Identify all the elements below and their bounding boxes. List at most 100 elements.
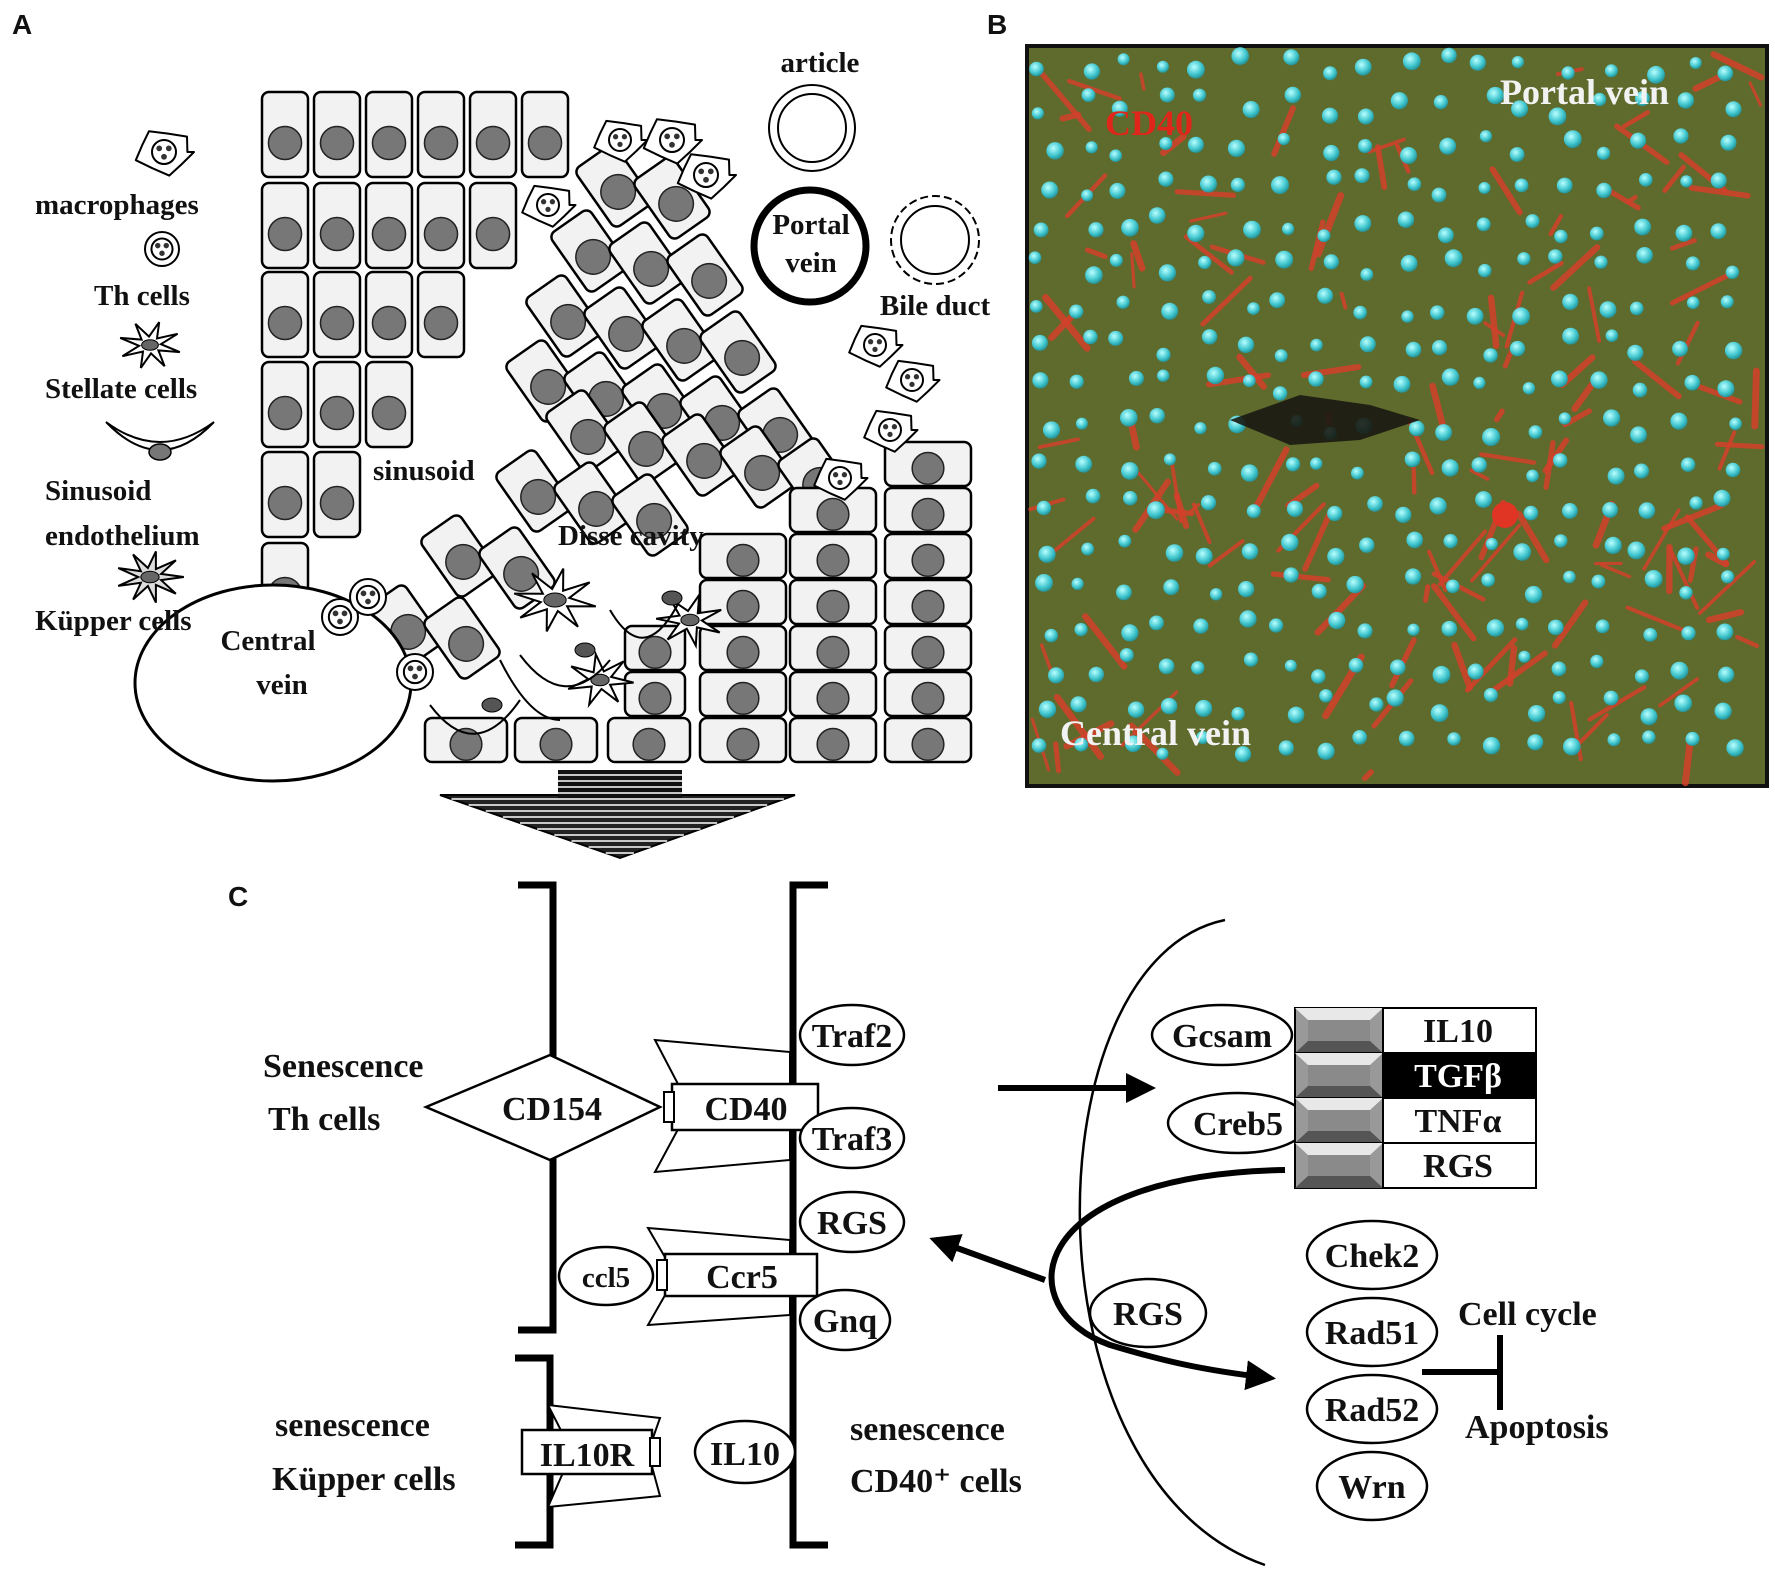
il10r-receptor: IL10R <box>520 1403 662 1509</box>
central-vein-label-line2: vein <box>256 669 308 701</box>
gene-row: IL10 <box>1294 1007 1537 1054</box>
th-cells-label-line1: Senescence <box>263 1048 424 1085</box>
gene-label: IL10 <box>1423 1013 1493 1050</box>
hepatocyte <box>699 310 777 394</box>
th-cells-label-line2: Th cells <box>268 1101 380 1138</box>
hepatocyte <box>312 450 362 539</box>
hepatocyte <box>550 209 628 293</box>
apoptosis-label: Apoptosis <box>1465 1409 1609 1446</box>
portal-vein-label-line1: Portal <box>772 209 849 241</box>
hepatocyte <box>312 360 362 449</box>
hepatocyte <box>312 90 362 179</box>
gene-row: TGFβ <box>1294 1052 1537 1099</box>
panel-c: C Senescence Th cells senescence Küpper … <box>228 881 1609 1567</box>
stellate-cell <box>117 550 184 604</box>
th-cell <box>144 231 180 267</box>
cd40-label: CD40 <box>704 1091 787 1128</box>
hepatocyte <box>883 624 973 672</box>
gene-label: TNFα <box>1415 1103 1502 1140</box>
macrophage-clusters <box>521 118 941 501</box>
ccr5-label: Ccr5 <box>706 1259 778 1296</box>
hepatocyte <box>423 596 501 680</box>
hepatocyte <box>478 526 556 610</box>
micrograph-cd40-label: CD40 <box>1105 103 1193 143</box>
legend-kupper-cells: Küpper cells <box>35 605 192 637</box>
hepatocyte <box>698 670 788 718</box>
kupper-label-line1: senescence <box>275 1407 430 1444</box>
adaptor-oval: Gnq <box>798 1288 892 1352</box>
cd40-cell-membrane <box>789 881 828 1549</box>
rgs-to-membrane-arrow <box>929 1234 1047 1283</box>
hepatocyte <box>606 716 692 764</box>
hepatocyte <box>312 270 362 359</box>
hepatocyte <box>583 286 661 370</box>
il10r-label: IL10R <box>540 1437 635 1474</box>
hepatocyte <box>423 716 509 764</box>
creb5-label: Creb5 <box>1193 1106 1283 1143</box>
hepatocyte <box>788 716 878 764</box>
bile-duct-label: Bile duct <box>880 290 991 322</box>
gcsam-label: Gcsam <box>1172 1018 1272 1055</box>
panel-c-letter: C <box>228 881 248 912</box>
hepatocyte <box>883 440 973 488</box>
hepatocyte <box>698 624 788 672</box>
stellate-cell <box>655 591 722 650</box>
transition-arrow <box>439 770 796 860</box>
hepatocyte <box>575 144 653 228</box>
hepatocyte <box>364 270 414 359</box>
legend-th-cells: Th cells <box>94 280 190 312</box>
hepatocyte <box>883 578 973 626</box>
stellate-cells-group <box>513 568 722 709</box>
cd154-ligand <box>422 1053 663 1162</box>
hepatocyte <box>468 181 518 270</box>
bile-duct-inner <box>900 205 970 275</box>
macrophage <box>848 324 904 368</box>
gene-label: RGS <box>1423 1148 1493 1185</box>
adaptor-label: Traf2 <box>812 1018 893 1055</box>
adaptor-label: RGS <box>817 1205 887 1242</box>
hepatocyte <box>312 181 362 270</box>
legend-stellate-cells: Stellate cells <box>45 373 197 405</box>
legend-kupper-icon <box>117 550 184 604</box>
ccr5-receptor: Ccr5 <box>646 1226 819 1327</box>
il10-ligand <box>693 1419 797 1485</box>
hepatocyte <box>260 90 310 179</box>
adaptor-oval: Traf2 <box>798 1003 906 1067</box>
hepatocyte <box>468 90 518 179</box>
macrophage <box>813 457 869 501</box>
disse-cavity-label: Disse cavity <box>558 520 704 552</box>
hepatocyte <box>698 532 788 580</box>
hepatocyte <box>364 90 414 179</box>
artery-inner <box>777 93 847 163</box>
repair-protein: Rad52 <box>1305 1373 1439 1445</box>
kupper-label-line2: Küpper cells <box>272 1461 456 1498</box>
macrophage <box>593 119 649 163</box>
hepatocyte <box>364 181 414 270</box>
cd154-label: CD154 <box>502 1091 602 1128</box>
macrophage <box>885 359 941 403</box>
panel-a-letter: A <box>12 9 32 40</box>
cd40-cells-label-line1: senescence <box>850 1411 1005 1448</box>
adaptor-oval: Traf3 <box>798 1106 906 1170</box>
sinusoid-label: sinusoid <box>373 455 475 487</box>
panel-b-letter: B <box>987 9 1007 40</box>
hepatocyte <box>545 389 623 473</box>
repair-protein: Rad51 <box>1305 1296 1439 1368</box>
hepatocyte <box>525 274 603 358</box>
hepatocyte <box>883 486 973 534</box>
panel-b: B CD40 Portal vein Central vein <box>987 9 1769 788</box>
legend-macrophages: macrophages <box>35 189 199 221</box>
hepatocyte <box>553 461 631 545</box>
il10-ligand-label: IL10 <box>710 1436 780 1473</box>
hepatocyte <box>520 90 570 179</box>
hepatocyte <box>788 670 878 718</box>
legend-sinusoid-line1: Sinusoid <box>45 475 151 507</box>
rgs-export-curve <box>1048 1167 1286 1391</box>
macrophage <box>642 118 703 165</box>
repair-label: Chek2 <box>1325 1238 1419 1275</box>
hepatocyte <box>260 181 310 270</box>
hepatocyte <box>611 473 689 557</box>
cell-cycle-label: Cell cycle <box>1458 1296 1597 1333</box>
